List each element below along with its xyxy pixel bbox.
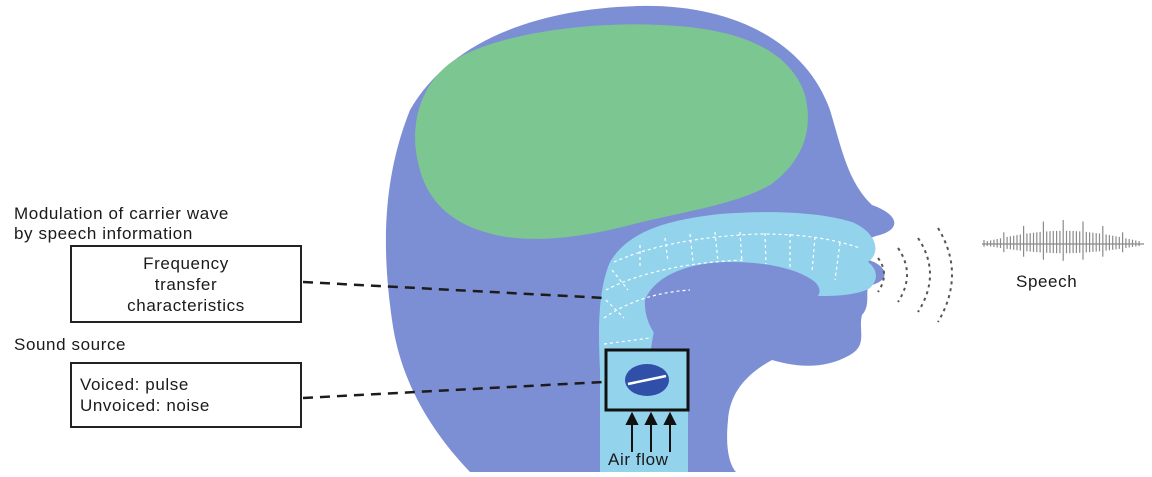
- sound-wave-arcs: [878, 228, 952, 322]
- modulation-label-line1: Modulation of carrier wave: [14, 204, 229, 224]
- sound-source-label: Sound source: [14, 335, 126, 355]
- sound-source-box: Voiced: pulse Unvoiced: noise: [70, 362, 302, 428]
- modulation-label-line2: by speech information: [14, 224, 193, 244]
- air-flow-label: Air flow: [608, 450, 669, 470]
- frequency-label-line3: characteristics: [127, 295, 245, 316]
- frequency-label-line2: transfer: [155, 274, 217, 295]
- speech-label: Speech: [1016, 272, 1077, 292]
- frequency-label-line1: Frequency: [143, 253, 229, 274]
- unvoiced-label: Unvoiced: noise: [80, 395, 300, 416]
- voiced-label: Voiced: pulse: [80, 374, 300, 395]
- frequency-transfer-box: Frequency transfer characteristics: [70, 245, 302, 323]
- speech-waveform: [982, 220, 1144, 261]
